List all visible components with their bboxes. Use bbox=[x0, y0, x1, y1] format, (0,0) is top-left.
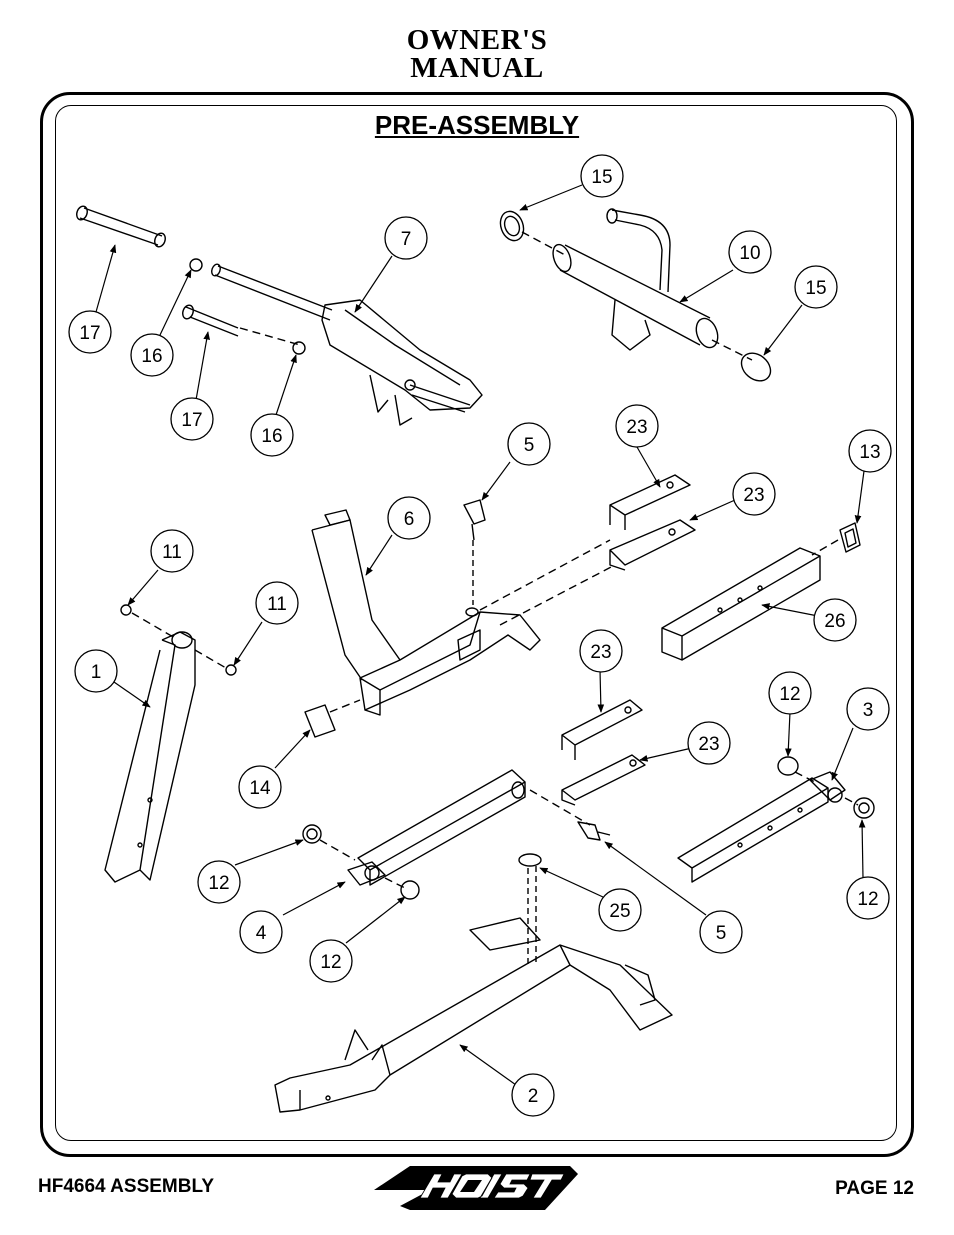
svg-text:17: 17 bbox=[79, 323, 100, 344]
part-12-bushing-d bbox=[853, 797, 875, 819]
svg-text:10: 10 bbox=[739, 243, 760, 264]
manual-header: OWNER'S MANUAL bbox=[0, 24, 954, 84]
part-5-pin-lower bbox=[577, 821, 611, 841]
part-16-cap-top bbox=[189, 258, 203, 272]
part-23-bracket-c bbox=[561, 699, 643, 760]
footer-page-number: PAGE 12 bbox=[835, 1178, 914, 1199]
callout-13: 13 bbox=[848, 429, 892, 473]
svg-text:11: 11 bbox=[267, 594, 287, 615]
callout-23d: 23 bbox=[687, 721, 731, 765]
callout-26: 26 bbox=[813, 598, 857, 642]
part-23-bracket-d bbox=[561, 754, 646, 806]
callout-15b: 15 bbox=[794, 265, 838, 309]
callout-5a: 5 bbox=[507, 422, 551, 466]
svg-text:12: 12 bbox=[857, 889, 878, 910]
callout-12a: 12 bbox=[768, 671, 812, 715]
svg-text:15: 15 bbox=[591, 167, 612, 188]
callout-23b: 23 bbox=[732, 472, 776, 516]
part-12-bushing-a bbox=[302, 824, 322, 844]
callout-group: 17 16 17 16 7 15 10 15 5 23 23 13 6 11 1… bbox=[68, 154, 892, 1117]
svg-text:4: 4 bbox=[256, 923, 267, 944]
inner-frame bbox=[55, 105, 897, 1141]
callout-3: 3 bbox=[846, 687, 890, 731]
callout-11a: 11 bbox=[150, 529, 194, 573]
section-title: PRE-ASSEMBLY bbox=[374, 110, 580, 140]
callout-17a: 17 bbox=[68, 310, 112, 354]
outer-frame bbox=[40, 92, 914, 1157]
part-5-pin-upper bbox=[463, 499, 486, 605]
callout-14: 14 bbox=[238, 765, 282, 809]
part-16-cap-lower bbox=[292, 341, 306, 355]
header-line-1: OWNER'S bbox=[406, 24, 548, 56]
part-1-upright bbox=[104, 631, 196, 883]
svg-text:13: 13 bbox=[859, 442, 880, 463]
svg-text:23: 23 bbox=[698, 734, 719, 755]
svg-text:12: 12 bbox=[320, 952, 341, 973]
svg-text:17: 17 bbox=[181, 410, 202, 431]
part-15-cap-right bbox=[740, 352, 772, 382]
part-11-nut-a bbox=[120, 604, 132, 616]
svg-text:15: 15 bbox=[805, 278, 826, 299]
callout-2: 2 bbox=[511, 1073, 555, 1117]
part-25-knob bbox=[518, 853, 542, 867]
part-15-cap-left bbox=[499, 210, 525, 242]
header-line-2: MANUAL bbox=[410, 52, 544, 84]
part-4-tube bbox=[347, 769, 526, 886]
svg-text:7: 7 bbox=[401, 229, 412, 250]
svg-text:14: 14 bbox=[249, 778, 271, 799]
callout-1: 1 bbox=[74, 649, 118, 693]
part-11-nut-b bbox=[225, 664, 237, 676]
callout-12d: 12 bbox=[309, 939, 353, 983]
part-23-bracket-b bbox=[609, 519, 696, 571]
part-10-tube bbox=[552, 208, 719, 351]
svg-text:26: 26 bbox=[824, 611, 845, 632]
callout-15a: 15 bbox=[580, 154, 624, 198]
callout-23c: 23 bbox=[579, 629, 623, 673]
svg-text:2: 2 bbox=[528, 1086, 539, 1107]
footer-model: HF4664 ASSEMBLY bbox=[38, 1176, 214, 1197]
callout-25: 25 bbox=[598, 888, 642, 932]
callout-6: 6 bbox=[387, 496, 431, 540]
svg-text:12: 12 bbox=[779, 684, 800, 705]
svg-text:1: 1 bbox=[91, 662, 102, 683]
callout-16b: 16 bbox=[250, 413, 294, 457]
part-7-arm bbox=[211, 263, 483, 426]
part-23-bracket-a bbox=[609, 474, 691, 530]
callout-12b: 12 bbox=[197, 860, 241, 904]
callout-4: 4 bbox=[239, 910, 283, 954]
part-14-end-cap bbox=[304, 704, 336, 738]
svg-text:3: 3 bbox=[863, 700, 874, 721]
part-26-tube bbox=[661, 547, 821, 661]
svg-text:12: 12 bbox=[208, 873, 229, 894]
svg-text:11: 11 bbox=[162, 542, 182, 563]
part-17-grip-top bbox=[76, 205, 166, 248]
callout-10: 10 bbox=[728, 230, 772, 274]
svg-text:23: 23 bbox=[743, 485, 764, 506]
callout-17b: 17 bbox=[170, 397, 214, 441]
part-2-base bbox=[274, 917, 673, 1113]
part-3-tube bbox=[677, 771, 846, 883]
callout-23a: 23 bbox=[615, 404, 659, 448]
callout-11b: 11 bbox=[255, 581, 299, 625]
part-13-end-cap bbox=[839, 522, 861, 553]
part-17-grip-lower bbox=[182, 304, 301, 346]
hoist-logo bbox=[374, 1166, 578, 1210]
callout-12c: 12 bbox=[846, 876, 890, 920]
part-6-frame bbox=[311, 509, 541, 716]
callout-16a: 16 bbox=[130, 333, 174, 377]
svg-text:5: 5 bbox=[524, 435, 535, 456]
svg-text:25: 25 bbox=[609, 901, 630, 922]
svg-text:23: 23 bbox=[590, 642, 611, 663]
part-12-bushing-b bbox=[400, 880, 420, 900]
svg-text:5: 5 bbox=[716, 923, 727, 944]
callout-7: 7 bbox=[384, 216, 428, 260]
svg-text:23: 23 bbox=[626, 417, 647, 438]
callout-5b: 5 bbox=[699, 910, 743, 954]
part-12-bushing-c bbox=[777, 756, 799, 776]
svg-text:16: 16 bbox=[141, 346, 162, 367]
svg-text:16: 16 bbox=[261, 426, 282, 447]
svg-text:6: 6 bbox=[404, 509, 415, 530]
